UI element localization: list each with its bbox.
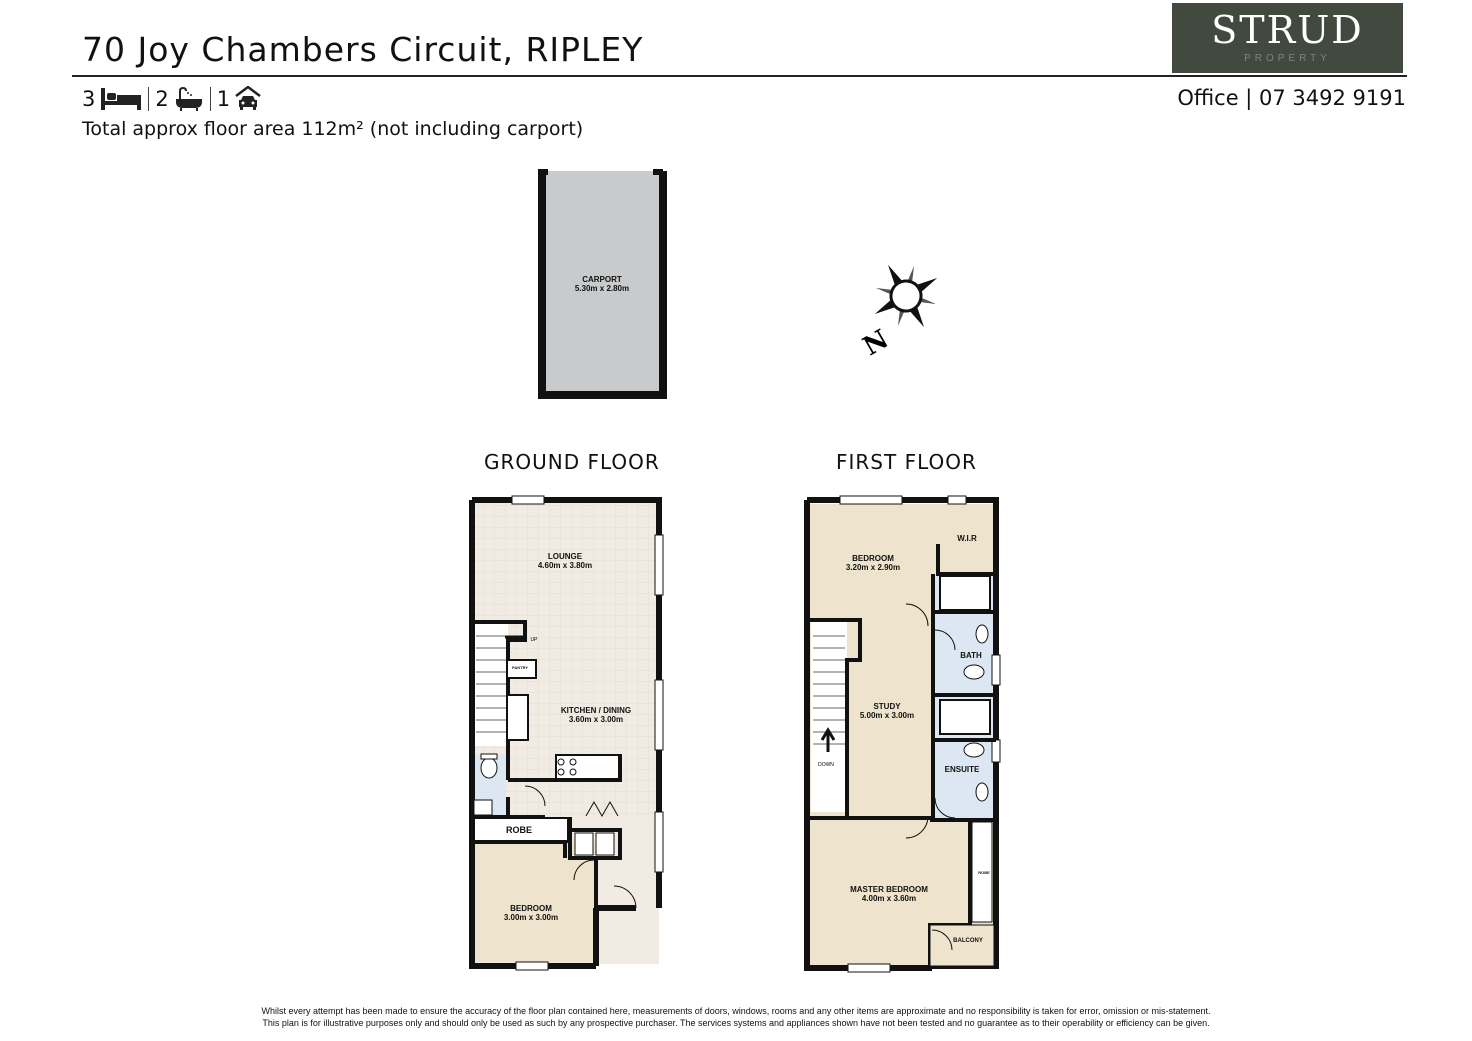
study-label: STUDY <box>873 702 901 711</box>
study-size: 5.00m x 3.00m <box>860 711 914 720</box>
bathroom-count: 2 <box>155 87 169 111</box>
carport-label: CARPORT <box>582 275 622 284</box>
office-phone: Office | 07 3492 9191 <box>1177 86 1406 110</box>
strud-logo: STRUD PROPERTY <box>1172 3 1403 73</box>
down-label: DOWN <box>818 762 834 768</box>
header-rule <box>72 75 1407 77</box>
up-label: UP <box>531 637 539 643</box>
kitchen-size: 3.60m x 3.00m <box>569 715 623 724</box>
carport <box>538 169 667 399</box>
bath-label: BATH <box>960 651 982 660</box>
logo-wordmark: STRUD <box>1211 8 1364 52</box>
gf-bedroom-size: 3.00m x 3.00m <box>504 913 558 922</box>
first-floor-plan <box>804 495 1001 973</box>
wir-label: W.I.R <box>957 534 977 543</box>
lounge-size: 4.60m x 3.80m <box>538 561 592 570</box>
disclaimer-line: Whilst every attempt has been made to en… <box>261 1006 1211 1016</box>
ff-robe-label: ROBE <box>978 870 990 875</box>
feature-summary: 3 2 1 <box>82 84 261 114</box>
ground-floor-title: GROUND FLOOR <box>484 450 660 474</box>
compass-rose-icon <box>874 264 938 328</box>
master-bedroom-label: MASTER BEDROOM <box>850 885 928 894</box>
balcony-label: BALCONY <box>953 938 983 944</box>
disclaimer: Whilst every attempt has been made to en… <box>0 1005 1472 1029</box>
carport-size: 5.30m x 2.80m <box>575 284 629 293</box>
master-bedroom-size: 4.00m x 3.60m <box>862 894 916 903</box>
north-label: N <box>858 324 894 362</box>
page-title: 70 Joy Chambers Circuit, RIPLEY <box>82 30 644 69</box>
robe-label: ROBE <box>506 825 532 835</box>
floor-area-note: Total approx floor area 112m² (not inclu… <box>82 118 584 140</box>
floor-plan: CARPORT 5.30m x 2.80m N <box>469 169 1001 973</box>
ensuite-label: ENSUITE <box>945 765 980 774</box>
ff-bedroom-label: BEDROOM <box>852 554 894 563</box>
gf-bedroom-label: BEDROOM <box>510 904 552 913</box>
logo-subtitle: PROPERTY <box>1244 53 1331 64</box>
first-floor-title: FIRST FLOOR <box>836 450 977 474</box>
ground-floor-plan <box>469 495 664 971</box>
bath-icon <box>175 87 202 111</box>
feature-separator <box>209 87 211 111</box>
ff-bedroom-size: 3.20m x 2.90m <box>846 563 900 572</box>
bedroom-count: 3 <box>82 87 96 111</box>
pantry-label: PANTRY <box>512 665 528 670</box>
car-count: 1 <box>216 87 231 111</box>
kitchen-label: KITCHEN / DINING <box>561 706 631 715</box>
feature-separator <box>148 87 150 111</box>
bed-icon <box>101 88 142 110</box>
car-icon <box>235 86 261 110</box>
lounge-label: LOUNGE <box>548 552 583 561</box>
disclaimer-line: This plan is for illustrative purposes o… <box>262 1018 1210 1028</box>
